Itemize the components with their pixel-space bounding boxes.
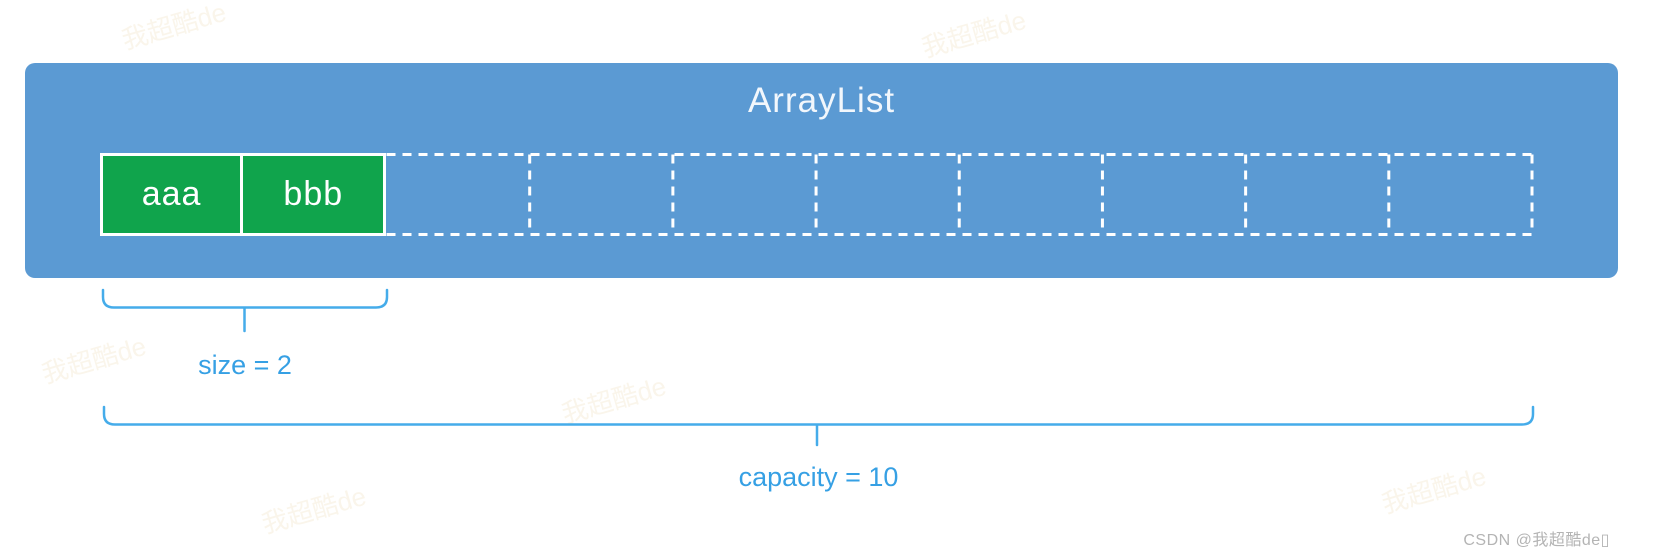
background-watermark: 我超酷de bbox=[118, 0, 230, 56]
size-label: size = 2 bbox=[198, 350, 292, 380]
background-watermark: 我超酷de bbox=[918, 4, 1030, 64]
size-brace bbox=[101, 288, 389, 333]
capacity-brace bbox=[102, 405, 1535, 447]
background-watermark: 我超酷de bbox=[558, 370, 670, 430]
capacity-label: capacity = 10 bbox=[738, 462, 899, 492]
csdn-watermark: CSDN @我超酷de▯ bbox=[1463, 532, 1610, 549]
array-cell-filled: bbb bbox=[243, 153, 387, 236]
arraylist-title: ArrayList bbox=[747, 81, 896, 120]
array-cell-filled: aaa bbox=[100, 153, 244, 236]
